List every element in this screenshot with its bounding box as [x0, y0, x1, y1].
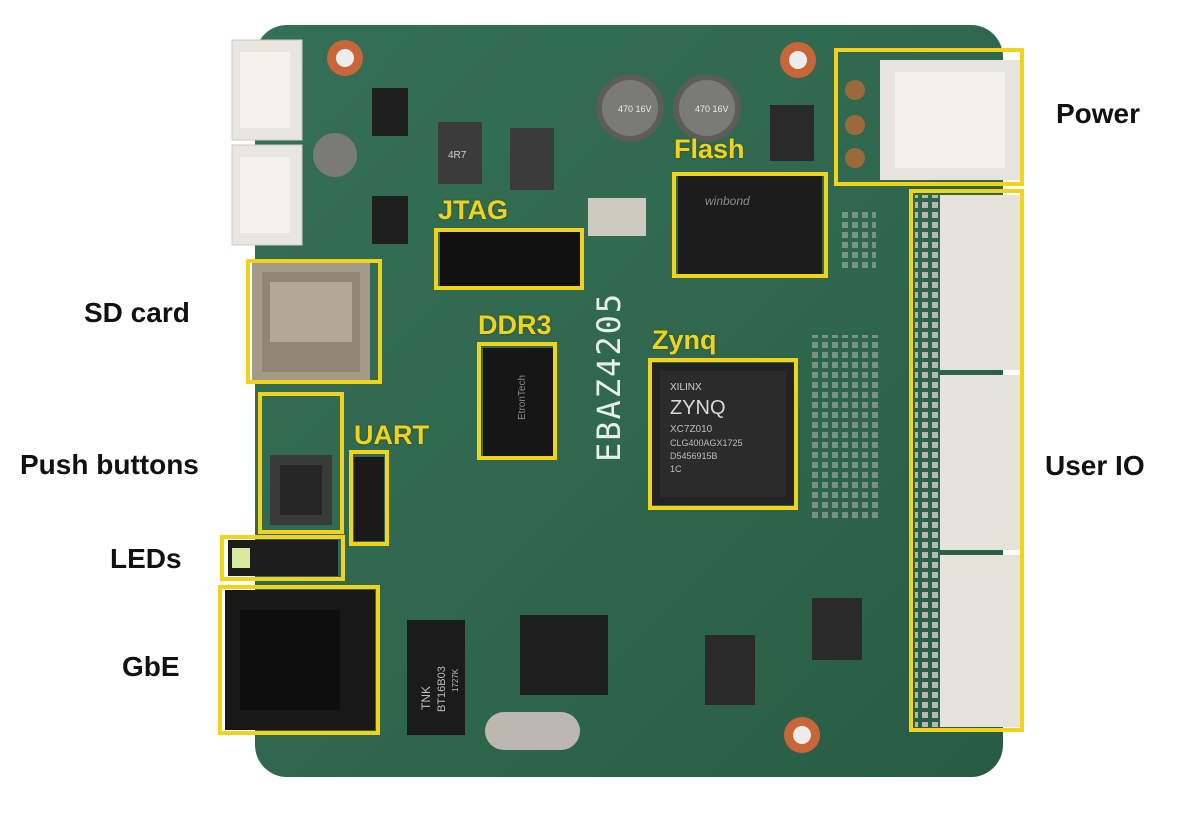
phy-code-text: 1727K — [451, 668, 460, 692]
ddr3-maker-text: EtronTech — [517, 375, 528, 420]
inductor-3 — [770, 105, 814, 161]
label-uart: UART — [354, 420, 429, 450]
highlight-user-io — [909, 189, 1024, 732]
highlight-ddr3 — [477, 342, 557, 460]
zynq-line2-text: CLG400AGX1725 — [670, 438, 743, 448]
label-zynq: Zynq — [652, 325, 717, 355]
capacitor-3 — [313, 133, 357, 177]
phy-brand-text: TNK — [419, 686, 433, 710]
phy-part-text: BT16B03 — [436, 666, 448, 712]
silkscreen-model: EBAZ4205 — [590, 292, 628, 462]
label-jtag: JTAG — [438, 195, 509, 225]
jtag-header — [440, 232, 580, 288]
inductor-marking: 4R7 — [448, 150, 467, 161]
highlight-leds — [220, 535, 345, 581]
uart-header — [354, 457, 384, 541]
crystal-osc — [588, 198, 646, 236]
highlight-power — [834, 48, 1024, 186]
label-push-buttons: Push buttons — [20, 449, 199, 480]
zynq-part-text: XC7Z010 — [670, 424, 713, 435]
zynq-grade-text: 1C — [670, 464, 682, 474]
label-gbe: GbE — [122, 651, 180, 682]
highlight-zynq — [648, 358, 798, 510]
ddr3-chip — [483, 348, 553, 456]
highlight-jtag — [434, 228, 584, 290]
inductor-2 — [510, 128, 554, 190]
label-ddr3: DDR3 — [478, 310, 552, 340]
highlight-sd-card — [246, 259, 382, 384]
inductor-4 — [705, 635, 755, 705]
inductor-1 — [438, 122, 482, 184]
label-power: Power — [1056, 98, 1141, 129]
zynq-name-text: ZYNQ — [670, 397, 726, 419]
highlight-uart — [349, 450, 389, 546]
ethernet-transformer — [407, 620, 465, 735]
user-io-connector-3 — [940, 555, 1020, 727]
zynq-brand-text: XILINX — [670, 382, 702, 393]
label-leds: LEDs — [110, 543, 182, 574]
highlight-push-buttons — [258, 392, 344, 534]
label-user-io: User IO — [1045, 450, 1145, 481]
crystal-can — [485, 712, 580, 750]
flash-chip — [678, 176, 822, 274]
user-io-connector-1 — [940, 195, 1020, 370]
cap-rating-2: 470 16V — [695, 104, 729, 114]
inductor-5 — [812, 598, 862, 660]
ethernet-phy — [520, 615, 608, 695]
user-io-connector-2 — [940, 375, 1020, 550]
highlight-gbe — [218, 585, 380, 735]
flash-maker-text: winbond — [705, 194, 750, 208]
zynq-line3-text: D5456915B — [670, 451, 718, 461]
cap-rating-1: 470 16V — [618, 104, 652, 114]
label-sd-card: SD card — [84, 297, 190, 328]
highlight-flash — [672, 172, 828, 278]
label-flash: Flash — [674, 134, 745, 164]
